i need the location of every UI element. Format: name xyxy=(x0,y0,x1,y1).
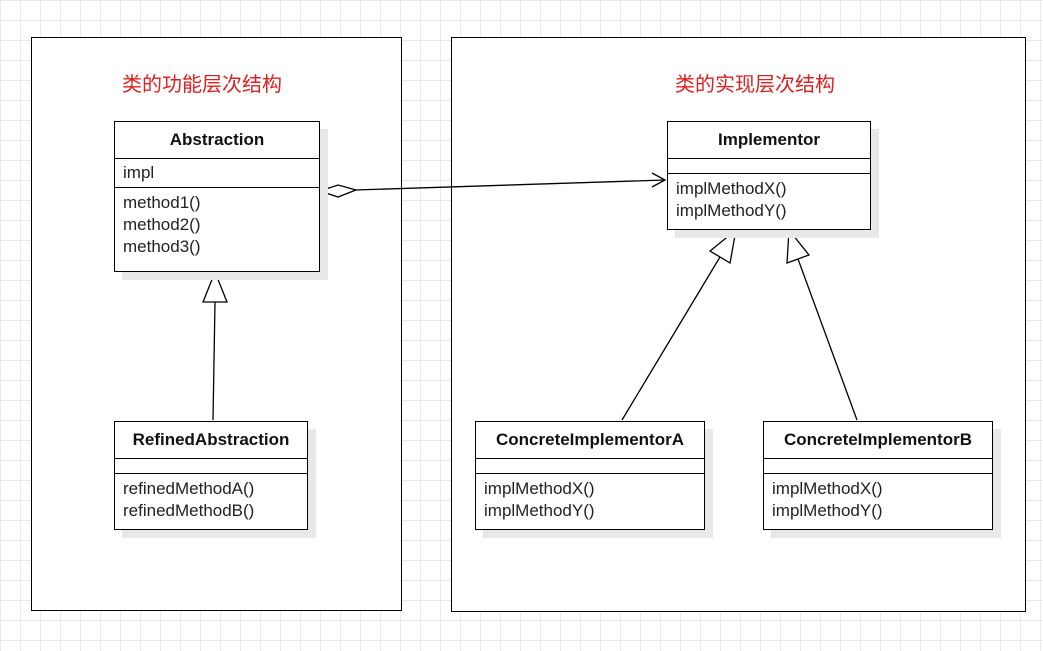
class-name: RefinedAbstraction xyxy=(115,422,307,459)
class-methods: implMethodX() implMethodY() xyxy=(668,174,870,226)
method: method1() xyxy=(123,193,201,212)
method: implMethodX() xyxy=(772,479,883,498)
class-name: Implementor xyxy=(668,122,870,159)
class-attributes xyxy=(476,459,704,474)
inheritance-arrowhead-concrete-a xyxy=(708,228,737,265)
method: implMethodY() xyxy=(676,201,787,220)
class-methods: implMethodX() implMethodY() xyxy=(764,474,992,526)
method: refinedMethodA() xyxy=(123,479,255,498)
aggregation-diamond xyxy=(317,184,359,198)
method: implMethodX() xyxy=(676,179,787,198)
inheritance-arrowhead-refined xyxy=(202,270,228,303)
class-name: ConcreteImplementorB xyxy=(764,422,992,459)
left-panel-title: 类的功能层次结构 xyxy=(122,72,282,96)
class-methods: method1() method2() method3() xyxy=(115,188,319,262)
class-methods: refinedMethodA() refinedMethodB() xyxy=(115,474,307,526)
attribute: impl xyxy=(123,163,155,182)
method: method3() xyxy=(123,237,201,256)
concrete-implementor-b-class[interactable]: ConcreteImplementorB implMethodX() implM… xyxy=(763,421,993,530)
method: implMethodY() xyxy=(772,501,883,520)
inheritance-line-concrete-b xyxy=(797,258,858,421)
inheritance-arrowhead-concrete-b xyxy=(786,228,811,264)
inheritance-line-refined xyxy=(212,301,216,421)
aggregation-line xyxy=(355,179,666,191)
class-methods: implMethodX() implMethodY() xyxy=(476,474,704,526)
method: implMethodY() xyxy=(484,501,595,520)
class-attributes xyxy=(668,159,870,174)
refined-abstraction-class[interactable]: RefinedAbstraction refinedMethodA() refi… xyxy=(114,421,308,530)
method: implMethodX() xyxy=(484,479,595,498)
abstraction-class[interactable]: Abstraction impl method1() method2() met… xyxy=(114,121,320,272)
class-attributes xyxy=(115,459,307,474)
class-name: ConcreteImplementorA xyxy=(476,422,704,459)
class-attributes xyxy=(764,459,992,474)
right-panel-title: 类的实现层次结构 xyxy=(675,72,835,96)
class-attributes: impl xyxy=(115,159,319,188)
implementor-class[interactable]: Implementor implMethodX() implMethodY() xyxy=(667,121,871,230)
class-name: Abstraction xyxy=(115,122,319,159)
method: refinedMethodB() xyxy=(123,501,255,520)
concrete-implementor-a-class[interactable]: ConcreteImplementorA implMethodX() implM… xyxy=(475,421,705,530)
aggregation-arrowhead xyxy=(651,172,667,188)
inheritance-line-concrete-a xyxy=(621,256,721,421)
method: method2() xyxy=(123,215,201,234)
